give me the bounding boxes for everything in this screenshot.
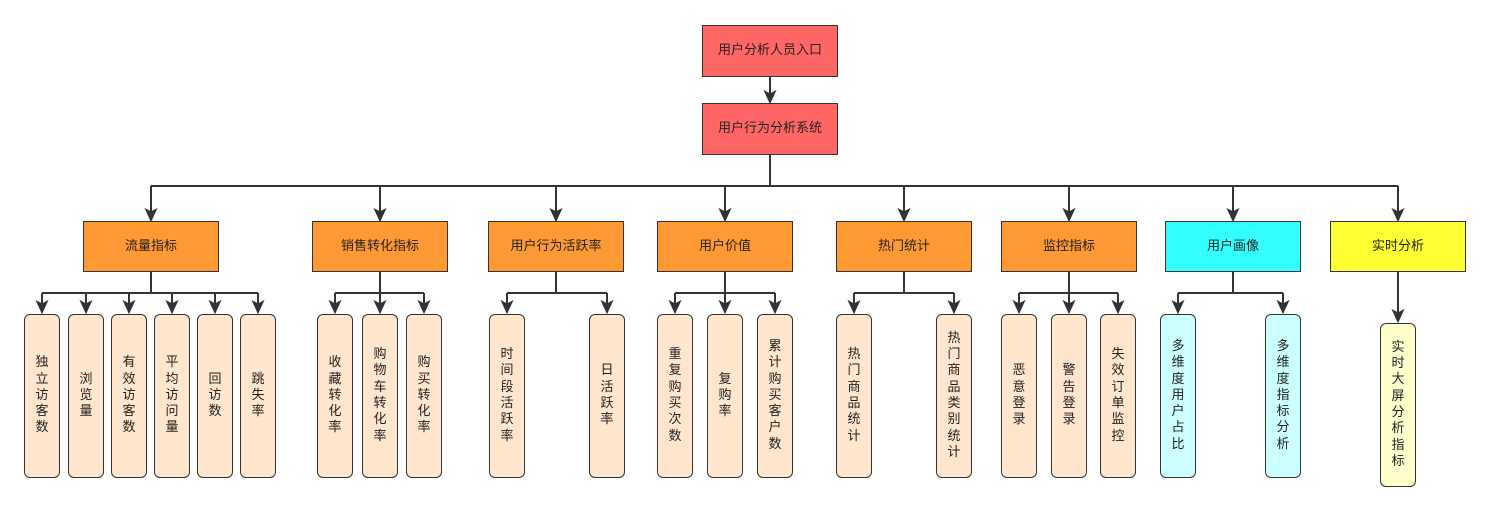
leaf-label: 浏览量 (79, 371, 93, 420)
leaf-label: 独立访客数 (35, 355, 49, 436)
category-label: 用户行为活跃率 (510, 238, 602, 254)
leaf-label: 复购率 (718, 371, 732, 420)
leaf-invalid-order-monitor: 失效订单监控 (1100, 314, 1136, 478)
category-user-value: 用户价值 (657, 221, 793, 272)
leaf-label: 热门商品统计 (847, 347, 861, 444)
leaf-average-visits: 平均访问量 (154, 314, 190, 478)
leaf-daily-activity: 日活跃率 (589, 314, 625, 478)
category-label: 用户价值 (698, 238, 751, 254)
leaf-drop-arrowhead (500, 299, 514, 315)
leaf-label: 有效访客数 (122, 355, 136, 436)
leaf-drop-arrowhead (668, 299, 682, 315)
root-to-system-arrowhead (763, 89, 777, 105)
category-user-portrait: 用户画像 (1165, 221, 1301, 272)
category-drop-arrowhead (1062, 207, 1076, 223)
leaf-warning-login: 警告登录 (1051, 314, 1087, 478)
category-monitoring: 监控指标 (1001, 221, 1137, 272)
category-drop-arrowhead (1391, 207, 1405, 223)
category-label: 热门统计 (877, 238, 930, 254)
system-label: 用户行为分析系统 (717, 121, 822, 136)
leaf-drop-arrowhead (600, 299, 614, 315)
leaf-label: 恶意登录 (1012, 363, 1026, 428)
category-label: 监控指标 (1042, 238, 1095, 254)
leaf-drop-arrowhead (1012, 299, 1026, 315)
leaf-user-share: 多维度用户占比 (1160, 314, 1196, 478)
leaf-label: 重复购买次数 (668, 347, 682, 444)
category-label: 销售转化指标 (340, 238, 419, 254)
leaf-drop-arrowhead (373, 299, 387, 315)
category-drop-arrowhead (897, 207, 911, 223)
leaf-label: 回访数 (208, 371, 222, 420)
leaf-drop-arrowhead (1062, 299, 1076, 315)
leaf-label: 累计购买客户数 (768, 338, 782, 452)
leaf-drop-arrowhead (208, 299, 222, 315)
category-drop-arrowhead (1226, 207, 1240, 223)
leaf-metric-analysis: 多维度指标分析 (1265, 314, 1301, 478)
leaf-drop-arrowhead (1276, 299, 1290, 315)
leaf-page-views: 浏览量 (68, 314, 104, 478)
leaf-label: 失效订单监控 (1111, 347, 1125, 444)
leaf-drop-arrowhead (947, 299, 961, 315)
leaf-label: 跳失率 (251, 371, 265, 420)
leaf-label: 多维度指标分析 (1276, 338, 1290, 452)
category-drop-arrowhead (144, 207, 158, 223)
leaf-malicious-login: 恶意登录 (1001, 314, 1037, 478)
leaf-drop-arrowhead (79, 299, 93, 315)
leaf-hot-product-categories: 热门商品类别统计 (936, 314, 972, 478)
leaf-label: 实时大屏分析指标 (1391, 339, 1405, 469)
root-node: 用户分析人员入口 (702, 25, 838, 77)
category-traffic-metrics: 流量指标 (83, 221, 219, 272)
category-sales-conversion: 销售转化指标 (312, 221, 448, 272)
category-realtime-analysis: 实时分析 (1330, 221, 1466, 272)
leaf-label: 时间段活跃率 (500, 347, 514, 444)
leaf-period-activity: 时间段活跃率 (489, 314, 525, 478)
leaf-drop-arrowhead (417, 299, 431, 315)
category-drop-arrowhead (549, 207, 563, 223)
category-drop-arrowhead (373, 207, 387, 223)
category-user-activity: 用户行为活跃率 (488, 221, 624, 272)
leaf-label: 购买转化率 (417, 355, 431, 436)
leaf-cart-conversion: 购物车转化率 (362, 314, 398, 478)
leaf-label: 收藏转化率 (328, 355, 342, 436)
leaf-purchase-conversion: 购买转化率 (406, 314, 442, 478)
leaf-drop-arrowhead (718, 299, 732, 315)
leaf-cumulative-buyers: 累计购买客户数 (757, 314, 793, 478)
leaf-drop-arrowhead (35, 299, 49, 315)
leaf-drop-arrowhead (1391, 308, 1405, 324)
leaf-return-visits: 回访数 (197, 314, 233, 478)
leaf-label: 平均访问量 (165, 355, 179, 436)
category-drop-arrowhead (718, 207, 732, 223)
leaf-drop-arrowhead (1171, 299, 1185, 315)
leaf-realtime-dashboard: 实时大屏分析指标 (1380, 323, 1416, 487)
leaf-label: 日活跃率 (600, 363, 614, 428)
leaf-favorite-conversion: 收藏转化率 (317, 314, 353, 478)
leaf-label: 热门商品类别统计 (947, 330, 961, 460)
leaf-hot-products: 热门商品统计 (836, 314, 872, 478)
root-label: 用户分析人员入口 (717, 43, 822, 58)
leaf-label: 警告登录 (1062, 363, 1076, 428)
leaf-repeat-purchase-count: 重复购买次数 (657, 314, 693, 478)
category-label: 实时分析 (1371, 238, 1424, 254)
category-hot-stats: 热门统计 (836, 221, 972, 272)
category-label: 流量指标 (124, 238, 177, 254)
leaf-repurchase-rate: 复购率 (707, 314, 743, 478)
leaf-label: 多维度用户占比 (1171, 338, 1185, 452)
leaf-drop-arrowhead (251, 299, 265, 315)
leaf-drop-arrowhead (328, 299, 342, 315)
leaf-drop-arrowhead (1111, 299, 1125, 315)
category-label: 用户画像 (1206, 238, 1259, 254)
leaf-label: 购物车转化率 (373, 347, 387, 444)
leaf-drop-arrowhead (122, 299, 136, 315)
leaf-unique-visitors: 独立访客数 (24, 314, 60, 478)
leaf-effective-visitors: 有效访客数 (111, 314, 147, 478)
leaf-drop-arrowhead (768, 299, 782, 315)
leaf-drop-arrowhead (165, 299, 179, 315)
system-node: 用户行为分析系统 (702, 103, 838, 155)
leaf-drop-arrowhead (847, 299, 861, 315)
leaf-bounce-rate: 跳失率 (240, 314, 276, 478)
